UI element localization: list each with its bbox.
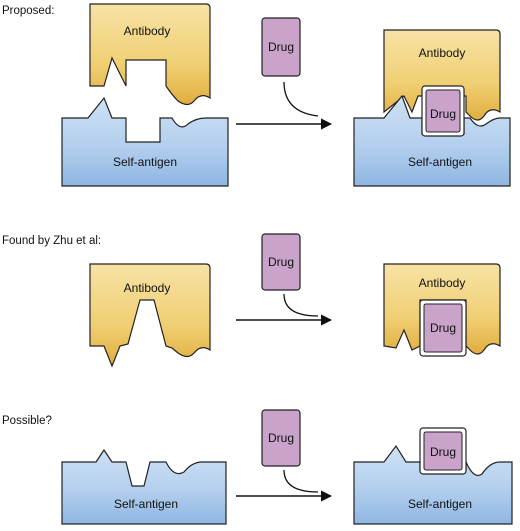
antibody-label: Antibody — [419, 46, 466, 60]
antibody-label: Antibody — [124, 24, 171, 38]
self-antigen-label: Self-antigen — [408, 497, 472, 511]
drug-label: Drug — [268, 255, 294, 269]
drug-shape: Drug — [419, 427, 467, 475]
reaction-arrow — [236, 293, 333, 326]
reaction-arrow — [236, 81, 333, 130]
antibody-label: Antibody — [124, 281, 171, 295]
drug-shape: Drug — [419, 299, 467, 357]
drug-shape: Drug — [261, 233, 301, 291]
section-heading-possible: Possible? — [2, 415, 52, 427]
self-antigen-shape: Self-antigen — [61, 96, 229, 187]
drug-label: Drug — [430, 445, 456, 459]
drug-label: Drug — [430, 321, 456, 335]
self-antigen-label: Self-antigen — [114, 497, 178, 511]
reaction-arrow — [236, 469, 333, 502]
drug-shape: Drug — [261, 409, 301, 467]
self-antigen-label: Self-antigen — [408, 155, 472, 169]
antibody-label: Antibody — [419, 276, 466, 290]
section-heading-found: Found by Zhu et al: — [2, 235, 101, 247]
drug-label: Drug — [430, 107, 456, 121]
drug-label: Drug — [268, 40, 294, 54]
antibody-shape: Antibody — [89, 263, 211, 368]
antibody-shape: Antibody — [89, 3, 211, 106]
drug-shape: Drug — [261, 17, 301, 77]
drug-label: Drug — [268, 431, 294, 445]
antibody-shape: Antibody — [383, 29, 501, 121]
self-antigen-label: Self-antigen — [113, 155, 177, 169]
drug-shape: Drug — [421, 85, 465, 137]
section-heading-proposed: Proposed: — [2, 5, 54, 17]
self-antigen-shape: Self-antigen — [61, 448, 227, 525]
